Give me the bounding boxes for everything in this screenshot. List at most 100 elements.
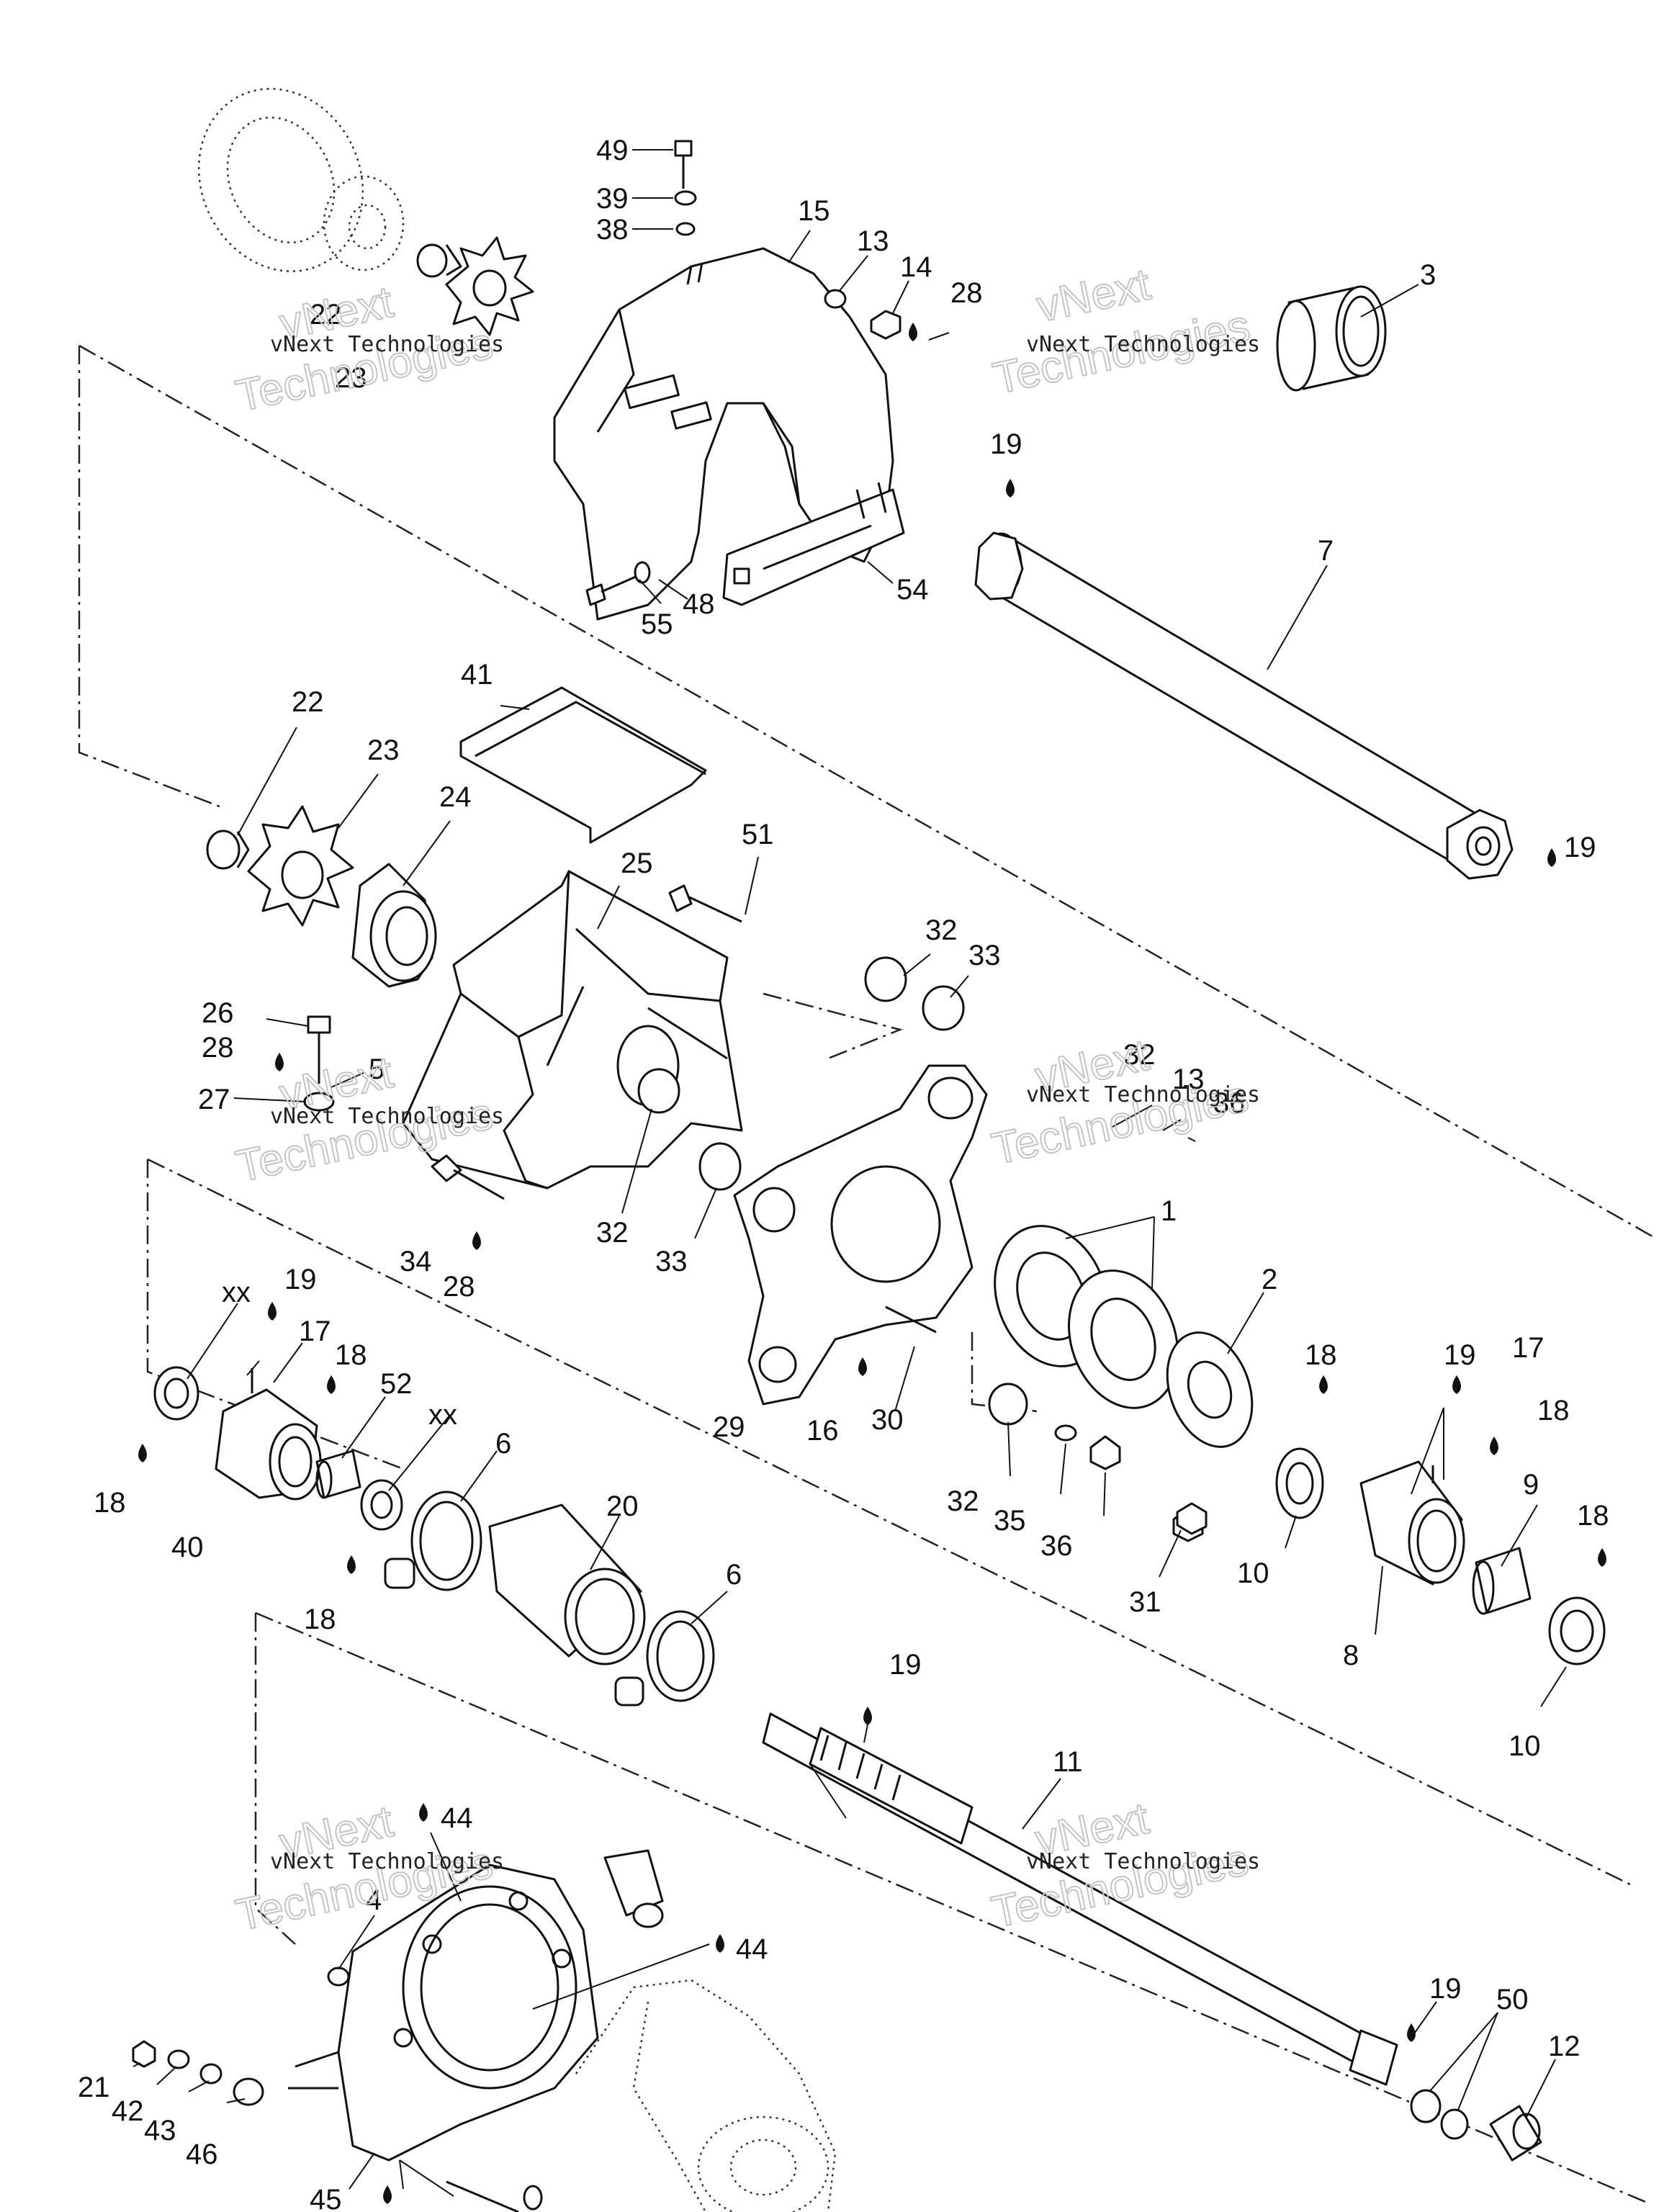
label-44a: 44 (441, 1802, 473, 1834)
seal-part-10-upper (1275, 1447, 1324, 1519)
label-32d: 32 (947, 1485, 979, 1517)
label-28b: 28 (202, 1032, 234, 1064)
drop-icon (347, 1555, 356, 1574)
label-26: 26 (202, 997, 234, 1029)
label-17a: 17 (299, 1316, 331, 1347)
label-18a: 18 (335, 1339, 367, 1371)
label-25: 25 (621, 848, 653, 879)
label-45: 45 (310, 2184, 342, 2212)
seal-part-xx-mid (360, 1479, 403, 1531)
label-18d: 18 (94, 1487, 126, 1519)
label-33a: 33 (968, 940, 1001, 971)
drop-icon (472, 1231, 481, 1250)
label-19e: 19 (889, 1649, 922, 1681)
label-33b: 33 (655, 1246, 688, 1277)
label-41: 41 (461, 659, 493, 691)
watermark-logo: vNext (1033, 260, 1154, 332)
label-38: 38 (596, 214, 629, 246)
label-29: 29 (713, 1411, 745, 1443)
label-16: 16 (806, 1415, 839, 1447)
label-19c: 19 (284, 1264, 317, 1295)
cap-part-12 (1489, 2105, 1542, 2162)
label-34: 34 (400, 1246, 432, 1277)
nut-part-31 (1176, 1502, 1208, 1535)
label-10b: 10 (1509, 1730, 1541, 1762)
watermarks: vNext Technologies vNext Technologies vN… (231, 259, 1260, 1942)
damper-discs-part-1 (994, 1225, 1179, 1409)
label-50: 50 (1496, 1984, 1529, 2015)
label-20: 20 (606, 1491, 639, 1522)
drop-icon (1598, 1548, 1606, 1567)
label-24: 24 (439, 781, 472, 813)
bearing-housing-part-8 (1359, 1460, 1465, 1586)
label-54: 54 (896, 574, 929, 606)
label-19f: 19 (1429, 1973, 1462, 2005)
screw-part-55 (585, 561, 651, 606)
drive-shaft-part-11 (762, 1712, 1398, 2086)
engine-mount-plate-part-29 (733, 1064, 988, 1406)
label-11: 11 (1053, 1746, 1083, 1778)
label-35: 35 (994, 1505, 1026, 1537)
label-12: 12 (1548, 2031, 1581, 2062)
seal-part-xx-left (153, 1366, 199, 1421)
plate-part-2 (1166, 1331, 1254, 1448)
plate-part-41 (459, 686, 707, 844)
small-hardware-21-42-43-46-4 (132, 1966, 543, 2212)
drop-icon (863, 1707, 872, 1725)
watermark-text: vNext Technologies (270, 1849, 504, 1874)
label-28: 28 (950, 277, 983, 309)
label-18c: 18 (1537, 1395, 1570, 1426)
label-10a: 10 (1237, 1557, 1269, 1589)
watermark-text: vNext Technologies (1026, 332, 1260, 357)
label-18e: 18 (1577, 1500, 1609, 1532)
label-22b: 22 (292, 686, 324, 718)
washers-part-50 (1410, 2089, 1469, 2140)
bearing-housing-part-40 (215, 1368, 322, 1501)
drive-shaft-part-7 (974, 531, 1514, 880)
drop-icon (716, 1934, 724, 1953)
label-30: 30 (871, 1404, 904, 1436)
clamp-part-6-left (384, 1491, 482, 1591)
label-14: 14 (900, 251, 932, 283)
support-housing-part-45 (288, 1849, 664, 2162)
label-4: 4 (366, 1884, 382, 1916)
label-17b: 17 (1512, 1332, 1545, 1364)
label-39: 39 (596, 183, 629, 215)
label-27: 27 (198, 1084, 230, 1115)
drop-icon (1319, 1375, 1328, 1394)
drop-icon (419, 1803, 428, 1822)
label-23: 23 (335, 362, 367, 394)
bolt-part-26 (303, 1015, 335, 1112)
label-19d: 19 (1444, 1339, 1476, 1371)
label-3: 3 (1420, 259, 1436, 291)
drop-icon (327, 1375, 336, 1394)
label-40: 40 (171, 1532, 204, 1563)
screw-part-49 (674, 140, 697, 236)
flywheel-ghost (197, 88, 405, 272)
label-13: 13 (857, 225, 889, 257)
label-32a: 32 (925, 914, 958, 946)
guard-cover-part-15 (553, 247, 894, 621)
label-xx2: xx (428, 1399, 457, 1431)
label-36a: 36 (1213, 1087, 1246, 1119)
leader-lines (132, 149, 1567, 2197)
label-43: 43 (144, 2115, 176, 2146)
label-19b: 19 (1564, 832, 1596, 863)
label-15: 15 (798, 195, 830, 227)
drop-icon (1452, 1375, 1461, 1394)
label-32c: 32 (596, 1217, 629, 1249)
seal-part-10-lower (1548, 1596, 1606, 1665)
label-19: 19 (990, 428, 1022, 460)
label-46: 46 (186, 2139, 218, 2170)
watermark-text: vNext Technologies (270, 332, 504, 357)
drop-icon (1490, 1437, 1498, 1455)
label-21: 21 (78, 2072, 110, 2103)
part-labels: 49 39 38 15 13 14 28 3 22 23 19 7 54 48 … (78, 135, 1609, 2212)
label-5: 5 (369, 1053, 385, 1085)
drop-icon (858, 1357, 867, 1376)
drop-icon (909, 323, 917, 341)
label-48: 48 (683, 588, 715, 620)
label-28c: 28 (443, 1271, 475, 1303)
drop-icon (383, 2185, 392, 2204)
